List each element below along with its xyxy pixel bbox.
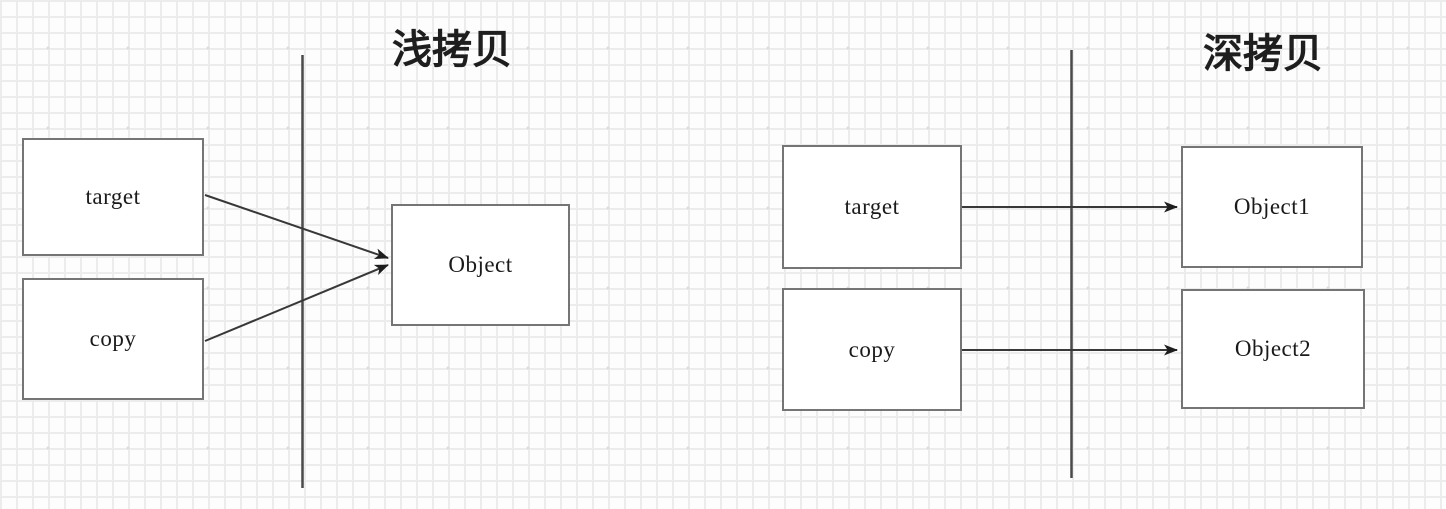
shallow-object-node: Object: [391, 204, 570, 326]
deep-object1-label: Object1: [1233, 194, 1311, 219]
deep-object1-node: Object1: [1181, 146, 1363, 268]
arrow-target-to-object: [204, 194, 389, 259]
shallow-copy-title: 浅拷贝: [392, 28, 512, 72]
deep-object2-node: Object2: [1181, 289, 1365, 409]
arrow-copy-to-object: [204, 264, 389, 342]
shallow-target-node: target: [22, 138, 204, 256]
shallow-target-label: target: [85, 184, 141, 209]
shallow-copy-label: copy: [89, 326, 137, 351]
deep-copy-node: copy: [782, 288, 962, 411]
deep-copy-label: copy: [848, 336, 896, 362]
deep-target-node: target: [782, 145, 962, 269]
shallow-object-label: Object: [448, 252, 513, 277]
deep-object2-label: Object2: [1234, 336, 1312, 361]
shallow-copy-node: copy: [22, 278, 204, 400]
deep-copy-title: 深拷贝: [1203, 32, 1323, 76]
deep-target-label: target: [844, 194, 900, 219]
